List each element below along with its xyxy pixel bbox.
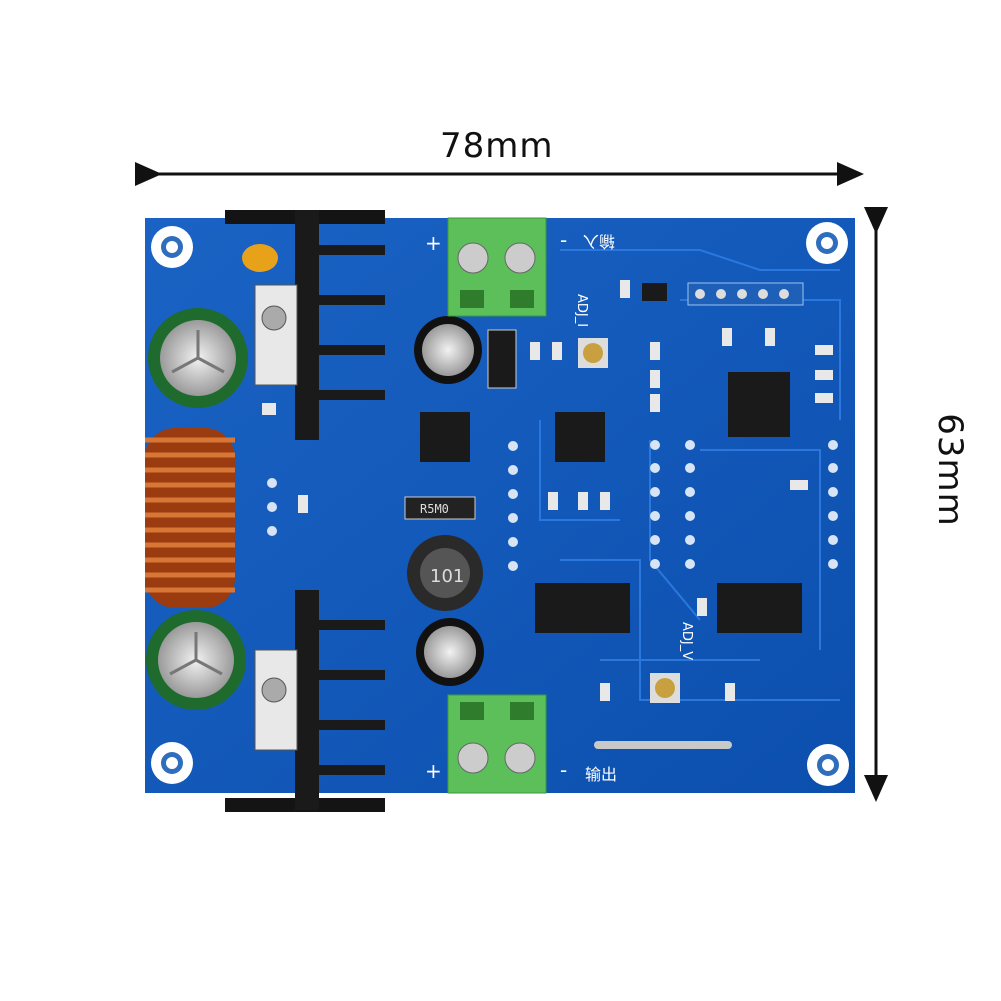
voltage-adjust-potentiometer: [650, 673, 680, 703]
electrolytic-capacitor-mid-bottom: [416, 618, 484, 686]
input-label: 输入: [583, 232, 615, 251]
transistor-top: [254, 284, 298, 386]
shunt-resistor: R5M0: [404, 496, 476, 520]
mounting-hole-icon: [807, 744, 849, 786]
output-terminal-block: [447, 694, 547, 794]
ceramic-capacitor: [242, 244, 278, 272]
pin-header: [687, 282, 804, 306]
mounting-hole-icon: [806, 222, 848, 264]
heatsink-bottom: [225, 590, 385, 812]
adj-voltage-label: ADJ_V: [679, 622, 694, 660]
input-terminal-block: [447, 217, 547, 317]
ic-u6: [555, 412, 605, 462]
vias: [267, 440, 838, 571]
ic-u2: [420, 412, 470, 462]
diode: [487, 329, 517, 389]
silkscreen-labels: + - 输入 + - 输出 ADJ_I ADJ_V: [425, 228, 694, 784]
width-dimension-label: 78mm: [440, 126, 554, 166]
inductor-code: 101: [430, 566, 464, 587]
input-plus-label: +: [425, 231, 442, 255]
ic-u4: [535, 583, 630, 633]
electrolytic-capacitor-left-bottom: [146, 610, 246, 710]
output-plus-label: +: [425, 759, 442, 783]
mounting-hole-icon: [151, 742, 193, 784]
ic-u3: [728, 372, 790, 437]
heatsink-top: [225, 210, 385, 440]
transistor-bottom: [254, 649, 298, 751]
toroid-inductor: [145, 428, 235, 608]
input-minus-label: -: [560, 228, 567, 252]
output-label: 输出: [585, 765, 617, 784]
adj-current-label: ADJ_I: [574, 294, 589, 327]
ic-u5: [717, 583, 802, 633]
electrolytic-capacitor-left-top: [148, 308, 248, 408]
mounting-hole-icon: [151, 226, 193, 268]
smd-components: [262, 280, 833, 701]
shunt-code: R5M0: [420, 502, 449, 516]
smd-inductor: 101: [407, 535, 483, 611]
electrolytic-capacitor-mid-top: [414, 316, 482, 384]
output-minus-label: -: [560, 758, 567, 782]
current-adjust-potentiometer: [578, 338, 608, 368]
transistor-small: [642, 283, 667, 301]
